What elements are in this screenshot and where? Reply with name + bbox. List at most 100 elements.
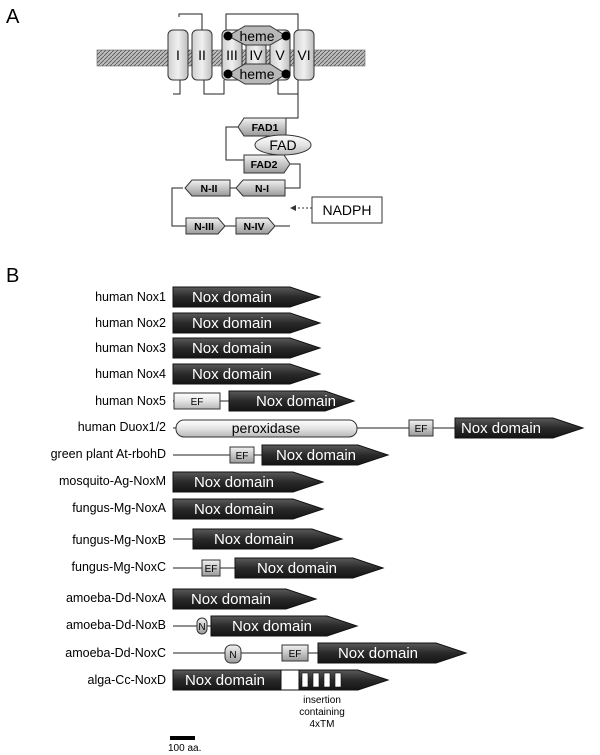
- scale-bar: [170, 736, 195, 740]
- panel-b-letter: B: [6, 265, 19, 287]
- svg-text:Nox domain: Nox domain: [232, 618, 312, 635]
- svg-text:EF: EF: [205, 564, 218, 575]
- nox-domains: Nox domain Nox domain Nox domain Nox dom…: [172, 286, 585, 691]
- nox-domain: Nox domain: [172, 337, 322, 359]
- svg-text:Nox domain: Nox domain: [192, 366, 272, 383]
- heme-label-bottom: heme: [239, 66, 274, 82]
- protein-label: amoeba-Dd-NoxB: [66, 618, 166, 632]
- tm-label-5: V: [275, 47, 285, 63]
- nox-domain: Nox domain: [234, 557, 385, 579]
- tm-label-6: VI: [297, 47, 310, 63]
- nadph-segment-n3: [185, 217, 226, 235]
- svg-text:Nox domain: Nox domain: [191, 591, 271, 608]
- n1-label: N-I: [255, 183, 269, 195]
- nox-domain: Nox domain: [172, 363, 322, 385]
- fad-linkers: [225, 126, 301, 189]
- fad2-segment: [243, 154, 291, 174]
- svg-text:EF: EF: [289, 649, 302, 660]
- nox-domain: Nox domain: [172, 498, 325, 520]
- svg-text:Nox domain: Nox domain: [214, 531, 294, 548]
- n-domains: N N: [196, 617, 242, 664]
- backbones: [173, 400, 455, 654]
- nox-domain: Nox domain: [454, 417, 585, 439]
- heme-groups: [223, 25, 291, 85]
- panel-a: A: [6, 6, 383, 235]
- ef-hands: EF EF EF EF EF: [173, 392, 434, 662]
- protein-label: fungus-Mg-NoxB: [72, 533, 166, 547]
- fad-cofactor-label: FAD: [269, 137, 296, 153]
- svg-text:Nox domain: Nox domain: [257, 560, 337, 577]
- n3-label: N-III: [194, 221, 214, 233]
- n2-label: N-II: [201, 183, 218, 195]
- ef-hand: EF: [281, 644, 309, 662]
- nox-domain: Nox domain: [172, 471, 325, 493]
- protein-label: human Duox1/2: [78, 420, 166, 434]
- protein-label: human Nox1: [95, 290, 166, 304]
- tm-label-3: III: [226, 47, 238, 63]
- svg-text:Nox domain: Nox domain: [192, 289, 272, 306]
- fad1-segment: [237, 117, 287, 137]
- nox-domain: Nox domain: [172, 312, 322, 334]
- nox-domain: Nox domain: [172, 588, 318, 610]
- nox-domain-with-insertion: Nox domain: [172, 669, 390, 691]
- nox-domain: Nox domain: [172, 286, 322, 308]
- protein-label: amoeba-Dd-NoxC: [65, 646, 166, 660]
- nadph-box: [311, 196, 383, 224]
- nadph-segment-n4: [235, 217, 276, 235]
- nadph-segment-n1: [235, 179, 286, 197]
- tm-label-2: II: [198, 47, 206, 63]
- heme-label-top: heme: [239, 28, 274, 44]
- svg-text:Nox domain: Nox domain: [276, 447, 356, 464]
- svg-text:N: N: [229, 650, 236, 661]
- protein-label: alga-Cc-NoxD: [88, 673, 167, 687]
- panel-a-letter: A: [6, 6, 20, 28]
- svg-text:Nox domain: Nox domain: [194, 474, 274, 491]
- n4-label: N-IV: [244, 221, 265, 233]
- protein-label: human Nox4: [95, 367, 166, 381]
- nox-domain: Nox domain: [228, 390, 356, 412]
- svg-text:peroxidase: peroxidase: [232, 420, 301, 436]
- ef-hand: EF: [173, 392, 221, 410]
- svg-text:EF: EF: [415, 424, 428, 435]
- nox-domain: Nox domain: [192, 528, 344, 550]
- insertion-note: insertion containing 4xTM: [299, 695, 345, 730]
- nox-domain: Nox domain: [317, 642, 468, 664]
- protein-label: green plant At-rbohD: [51, 447, 166, 461]
- svg-text:Nox domain: Nox domain: [338, 645, 418, 662]
- nadph-box-label: NADPH: [322, 202, 371, 218]
- n-domain: N: [224, 644, 242, 664]
- nadph-linkers: [171, 187, 290, 227]
- svg-text:Nox domain: Nox domain: [194, 501, 274, 518]
- panel-b: B human Nox1 human Nox2 human Nox3 human…: [6, 265, 585, 754]
- svg-text:4xTM: 4xTM: [310, 719, 335, 730]
- nadph-segment-n2: [184, 179, 231, 197]
- svg-text:N: N: [198, 622, 205, 633]
- fad1-label: FAD1: [252, 122, 279, 134]
- protein-label: human Nox2: [95, 316, 166, 330]
- svg-text:Nox domain: Nox domain: [192, 340, 272, 357]
- tm-label-4: IV: [249, 47, 263, 63]
- svg-text:insertion: insertion: [303, 695, 341, 706]
- svg-text:Nox domain: Nox domain: [256, 393, 336, 410]
- fad2-label: FAD2: [251, 159, 278, 171]
- protein-label: fungus-Mg-NoxC: [72, 560, 166, 574]
- protein-label: amoeba-Dd-NoxA: [66, 591, 167, 605]
- nadph-arrowhead: [290, 205, 296, 211]
- protein-labels: human Nox1 human Nox2 human Nox3 human N…: [51, 290, 167, 687]
- ef-hand: EF: [201, 559, 221, 577]
- svg-text:Nox domain: Nox domain: [185, 672, 265, 689]
- svg-text:EF: EF: [236, 451, 249, 462]
- n-domain-small: N: [196, 617, 208, 635]
- peroxidase-domain: peroxidase: [175, 419, 358, 438]
- protein-label: human Nox5: [95, 394, 166, 408]
- nox-domain: Nox domain: [261, 444, 390, 466]
- svg-text:Nox domain: Nox domain: [461, 420, 541, 437]
- ef-hand: EF: [229, 446, 255, 464]
- svg-text:Nox domain: Nox domain: [192, 315, 272, 332]
- tm-label-1: I: [176, 47, 180, 63]
- svg-text:containing: containing: [299, 707, 345, 718]
- nox-domain: Nox domain: [210, 615, 359, 637]
- scale-bar-label: 100 aa.: [168, 743, 201, 754]
- protein-label: mosquito-Ag-NoxM: [59, 474, 166, 488]
